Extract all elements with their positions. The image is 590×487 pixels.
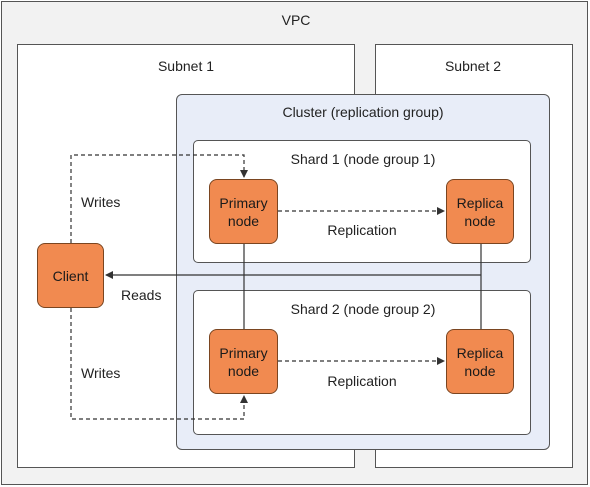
shard-1-replica-label-line1: Replica	[456, 194, 504, 211]
replication-label-1: Replication	[327, 222, 397, 238]
subnet-2-label: Subnet 2	[444, 58, 502, 74]
subnet-1-label: Subnet 1	[157, 58, 215, 74]
shard-2-primary-label-line2: node	[227, 362, 260, 379]
vpc-label: VPC	[281, 12, 311, 28]
replication-label-2: Replication	[327, 373, 397, 389]
shard-1-primary-label-line2: node	[227, 212, 260, 229]
shard-1-primary-node: Primary node	[209, 179, 278, 244]
reads-label: Reads	[121, 287, 162, 303]
writes-top-label: Writes	[81, 194, 121, 210]
client-node: Client	[37, 243, 104, 308]
shard-1-replica-node: Replica node	[446, 179, 514, 244]
cluster-label: Cluster (replication group)	[282, 104, 444, 120]
shard-2-primary-label-line1: Primary	[219, 344, 268, 361]
shard-2-replica-label-line2: node	[464, 362, 496, 379]
shard-2-replica-label-line1: Replica	[456, 344, 504, 361]
shard-2-replica-node: Replica node	[446, 329, 514, 394]
client-label: Client	[52, 267, 89, 284]
shard-1-label: Shard 1 (node group 1)	[290, 151, 436, 167]
writes-bottom-label: Writes	[81, 365, 121, 381]
shard-1-primary-label-line1: Primary	[219, 194, 268, 211]
shard-1-replica-label-line2: node	[464, 212, 496, 229]
shard-2-label: Shard 2 (node group 2)	[290, 301, 436, 317]
shard-2-primary-node: Primary node	[209, 329, 278, 394]
